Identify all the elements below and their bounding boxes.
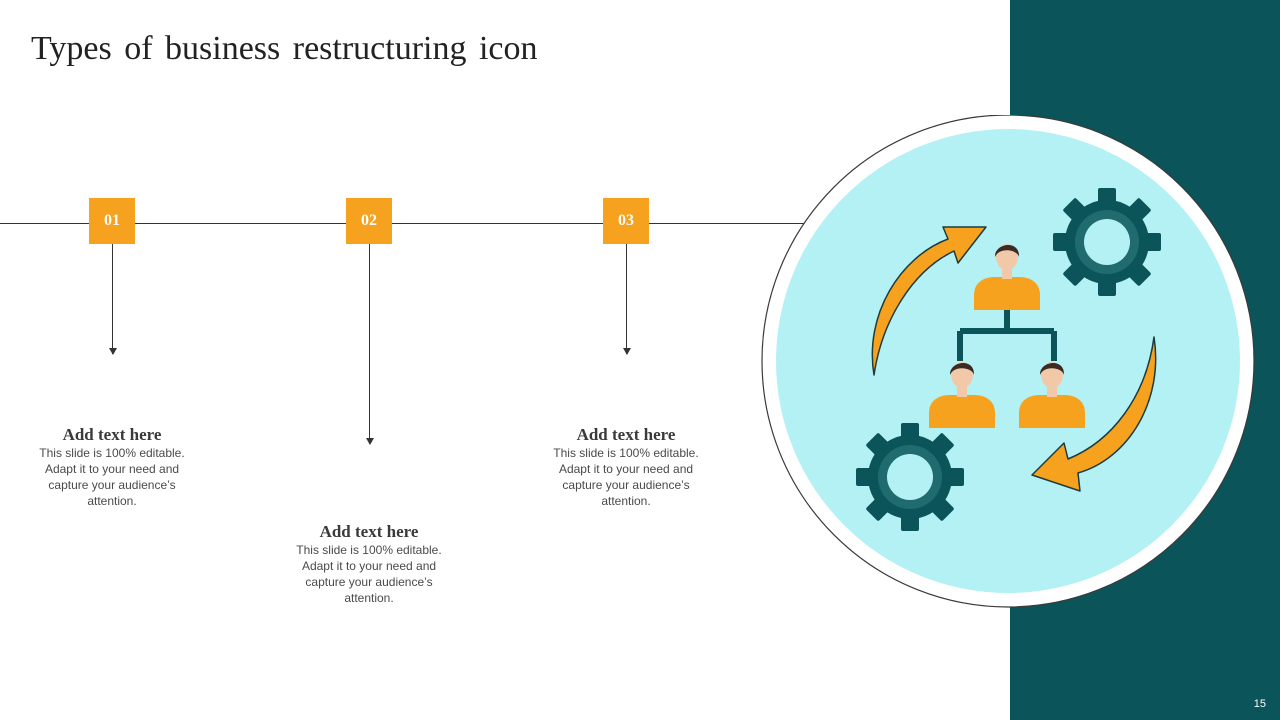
gear-icon (856, 423, 964, 531)
person-icon (929, 362, 995, 428)
org-chart-lines (957, 310, 1057, 361)
curved-arrow-icon (1031, 336, 1157, 492)
step-heading: Add text here (62, 425, 162, 444)
step-number-01: 01 (89, 198, 135, 244)
arrow-head-icon (622, 348, 631, 355)
step-body: This slide is 100% editable. Adapt it to… (39, 446, 185, 508)
step-heading: Add text here (576, 425, 676, 444)
step-text-01: Add text here This slide is 100% editabl… (32, 425, 192, 509)
arrow-head-icon (365, 438, 374, 445)
step-number-03: 03 (603, 198, 649, 244)
timeline-line (0, 223, 805, 224)
curved-arrow-icon (871, 226, 987, 376)
inner-circle (776, 129, 1240, 593)
person-icon (974, 244, 1040, 310)
step-body: This slide is 100% editable. Adapt it to… (296, 543, 442, 605)
step-text-02: Add text here This slide is 100% editabl… (289, 522, 449, 606)
step-connector-02 (365, 244, 374, 445)
slide-title: Types of business restructuring icon (31, 30, 538, 67)
step-connector-03 (622, 244, 631, 355)
person-icon (1019, 362, 1085, 428)
step-connector-01 (108, 244, 117, 355)
gear-icon (1053, 188, 1161, 296)
restructuring-icon (761, 115, 1255, 608)
step-text-03: Add text here This slide is 100% editabl… (546, 425, 706, 509)
step-body: This slide is 100% editable. Adapt it to… (553, 446, 699, 508)
arrow-head-icon (108, 348, 117, 355)
step-heading: Add text here (319, 522, 419, 541)
page-number: 15 (1253, 698, 1266, 710)
step-number-02: 02 (346, 198, 392, 244)
